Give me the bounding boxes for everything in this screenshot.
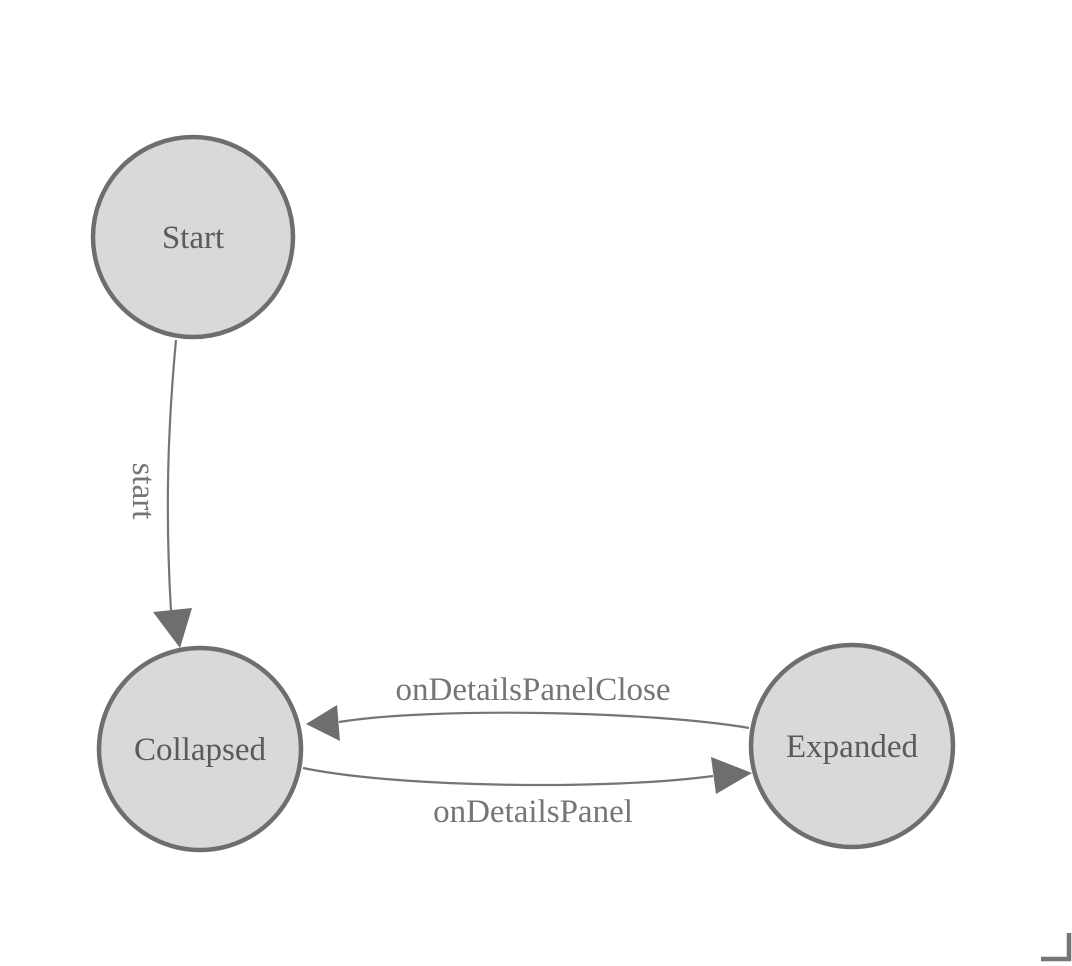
edge-on-details-panel-close: onDetailsPanelClose	[306, 672, 750, 741]
arrowhead-into-expanded-left	[711, 757, 752, 794]
state-node-expanded[interactable]: Expanded	[748, 642, 956, 850]
edge-start-path	[166, 339, 178, 612]
arrowhead-into-collapsed-right	[306, 705, 340, 741]
state-label-start: Start	[162, 220, 224, 256]
state-circle-start[interactable]	[90, 134, 296, 340]
state-circle-expanded[interactable]	[748, 642, 956, 850]
edge-label-on-details-panel-close: onDetailsPanelClose	[396, 672, 671, 708]
state-circle-collapsed[interactable]	[96, 645, 304, 853]
edge-start: start	[125, 339, 192, 648]
edge-on-details-panel: onDetailsPanel	[302, 757, 752, 830]
edge-panel-path	[302, 766, 714, 787]
edge-label-on-details-panel: onDetailsPanel	[433, 794, 633, 830]
arrowhead-into-collapsed-top	[153, 608, 192, 648]
edge-close-path	[338, 711, 750, 730]
canvas-resize-corner[interactable]	[1041, 933, 1072, 962]
edge-label-start: start	[125, 463, 161, 520]
state-node-start[interactable]: Start	[90, 134, 296, 340]
state-label-expanded: Expanded	[786, 729, 918, 765]
state-label-collapsed: Collapsed	[134, 732, 266, 768]
state-node-collapsed[interactable]: Collapsed	[96, 645, 304, 853]
